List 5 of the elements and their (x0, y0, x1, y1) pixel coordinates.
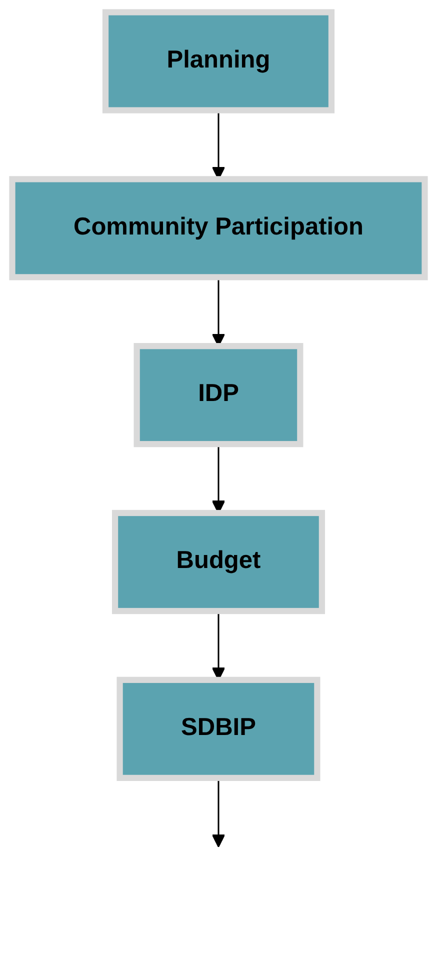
node-box: Budget (112, 510, 325, 614)
node-box: IDP (134, 343, 304, 448)
node-box: Community Participation (9, 176, 428, 280)
node-box: SDBIP (116, 676, 320, 781)
node-box: Planning (102, 9, 335, 114)
